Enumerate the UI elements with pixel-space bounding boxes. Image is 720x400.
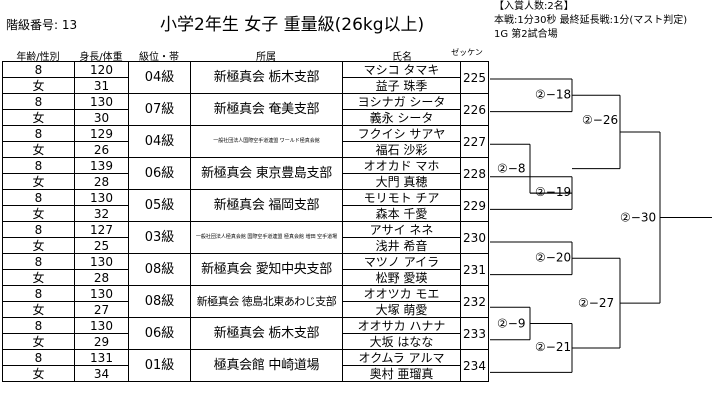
- entry-name: 奥村 亜瑠真: [342, 365, 461, 382]
- info-line-time: 本戦:1分30秒 最終延長戦:1分(マスト判定): [494, 15, 688, 26]
- info-line-court: 1G 第2試合場: [494, 29, 558, 40]
- entry-rank: 01級: [128, 349, 191, 382]
- match-label: ②−21: [535, 340, 571, 354]
- entry-club: 新極真会 愛知中央支部: [190, 253, 343, 286]
- entry-kana: マシコ タマキ: [342, 61, 461, 78]
- entry-gender: 女: [2, 365, 75, 382]
- match-label: ②−8: [497, 162, 525, 176]
- entry-number: 225: [460, 61, 489, 94]
- entry-weight: 29: [74, 333, 129, 350]
- col-header-height-weight: 身長/体重: [79, 52, 123, 63]
- entry-number: 231: [460, 253, 489, 286]
- entry-club: 新極真会 福岡支部: [190, 189, 343, 222]
- entry-kana: ヨシナガ シータ: [342, 93, 461, 110]
- entry-weight: 25: [74, 237, 129, 254]
- entry-club: 新極真会 栃木支部: [190, 61, 343, 94]
- col-header-club: 所属: [256, 52, 276, 63]
- entry-weight: 30: [74, 109, 129, 126]
- entry-club: 新極真会 栃木支部: [190, 317, 343, 350]
- entry-club: 新極真会 奄美支部: [190, 93, 343, 126]
- col-header-number: ゼッケン: [451, 48, 483, 57]
- page-title: 小学2年生 女子 重量級(26kg以上): [160, 15, 425, 35]
- match-label: ②−20: [535, 250, 571, 264]
- entry-number: 233: [460, 317, 489, 350]
- entry-number: 232: [460, 285, 489, 318]
- entry-height: 130: [74, 93, 129, 110]
- entry-rank: 03級: [128, 221, 191, 254]
- entry-club: 新極真会 徳島北東あわじ支部: [190, 285, 343, 318]
- entry-kana: マツノ アイラ: [342, 253, 461, 270]
- match-label: ②−30: [620, 211, 656, 225]
- entry-club: 一般社団法人極真会館 国際空手道連盟 極真会館 増田 空手道場: [190, 221, 343, 254]
- class-number: 階級番号: 13: [6, 18, 78, 32]
- match-label: ②−26: [582, 113, 618, 127]
- col-header-name: 氏名: [392, 52, 412, 63]
- entry-number: 234: [460, 349, 489, 382]
- entry-rank: 08級: [128, 285, 191, 318]
- entry-club: 一般社団法人国際空手道連盟 ワールド極真会館: [190, 125, 343, 158]
- entry-name: 浅井 希音: [342, 237, 461, 254]
- match-label: ②−27: [578, 296, 614, 310]
- entry-name: 福石 沙彩: [342, 141, 461, 158]
- entry-number: 227: [460, 125, 489, 158]
- entry-number: 230: [460, 221, 489, 254]
- col-header-rank: 級位・帯: [139, 52, 179, 63]
- entry-weight: 28: [74, 269, 129, 286]
- col-header-age-gender: 年齢/性別: [16, 52, 60, 63]
- entry-weight: 34: [74, 365, 129, 382]
- entry-number: 229: [460, 189, 489, 222]
- entry-number: 226: [460, 93, 489, 126]
- match-label: ②−18: [535, 87, 571, 101]
- entry-name: 益子 珠季: [342, 77, 461, 94]
- entry-club: 極真会館 中崎道場: [190, 349, 343, 382]
- match-label: ②−19: [535, 185, 571, 199]
- entry-weight: 31: [74, 77, 129, 94]
- info-line-prize: 【入賞人数:2名】: [494, 1, 574, 12]
- tournament-info: 【入賞人数:2名】 本戦:1分30秒 最終延長戦:1分(マスト判定) 1G 第2…: [494, 0, 687, 42]
- entry-height: 130: [74, 317, 129, 334]
- entry-gender: 女: [2, 237, 75, 254]
- match-label: ②−9: [497, 317, 525, 331]
- entry-height: 130: [74, 285, 129, 302]
- entry-height: 129: [74, 125, 129, 142]
